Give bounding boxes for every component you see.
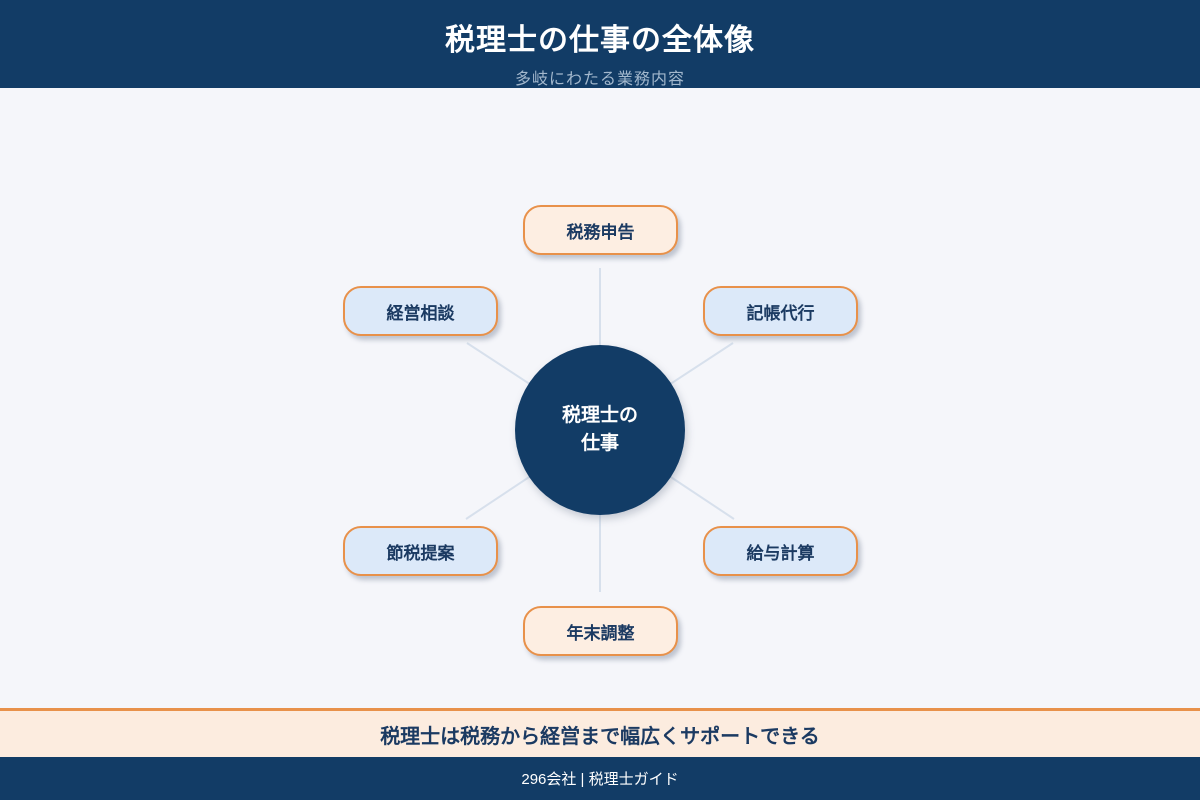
node-label: 記帳代行 xyxy=(746,303,815,323)
node-label: 給与計算 xyxy=(746,543,815,563)
node-label: 経営相談 xyxy=(386,303,455,323)
center-node-tax-accountant-work: 税理士の 仕事 xyxy=(515,345,685,515)
conclusion-banner: 税理士は税務から経営まで幅広くサポートできる xyxy=(0,708,1200,757)
footer-credit: 296会社 | 税理士ガイド xyxy=(0,757,1200,800)
node-year-end-adjustment: 年末調整 xyxy=(523,606,678,656)
page-title: 税理士の仕事の全体像 xyxy=(445,24,755,57)
node-tax-filing: 税務申告 xyxy=(523,205,678,255)
node-label: 節税提案 xyxy=(386,543,455,563)
node-label: 年末調整 xyxy=(566,623,635,643)
credit-text: 296会社 | 税理士ガイド xyxy=(521,771,679,788)
node-management-consulting: 経営相談 xyxy=(343,286,498,336)
node-bookkeeping: 記帳代行 xyxy=(703,286,858,336)
conclusion-text: 税理士は税務から経営まで幅広くサポートできる xyxy=(380,725,820,748)
center-label-line1: 税理士の xyxy=(561,405,638,427)
center-label-line2: 仕事 xyxy=(580,433,619,454)
page-subtitle: 多岐にわたる業務内容 xyxy=(514,71,685,88)
node-label: 税務申告 xyxy=(566,222,635,242)
node-payroll: 給与計算 xyxy=(703,526,858,576)
header: 税理士の仕事の全体像 多岐にわたる業務内容 xyxy=(0,0,1200,88)
node-tax-saving-proposal: 節税提案 xyxy=(343,526,498,576)
